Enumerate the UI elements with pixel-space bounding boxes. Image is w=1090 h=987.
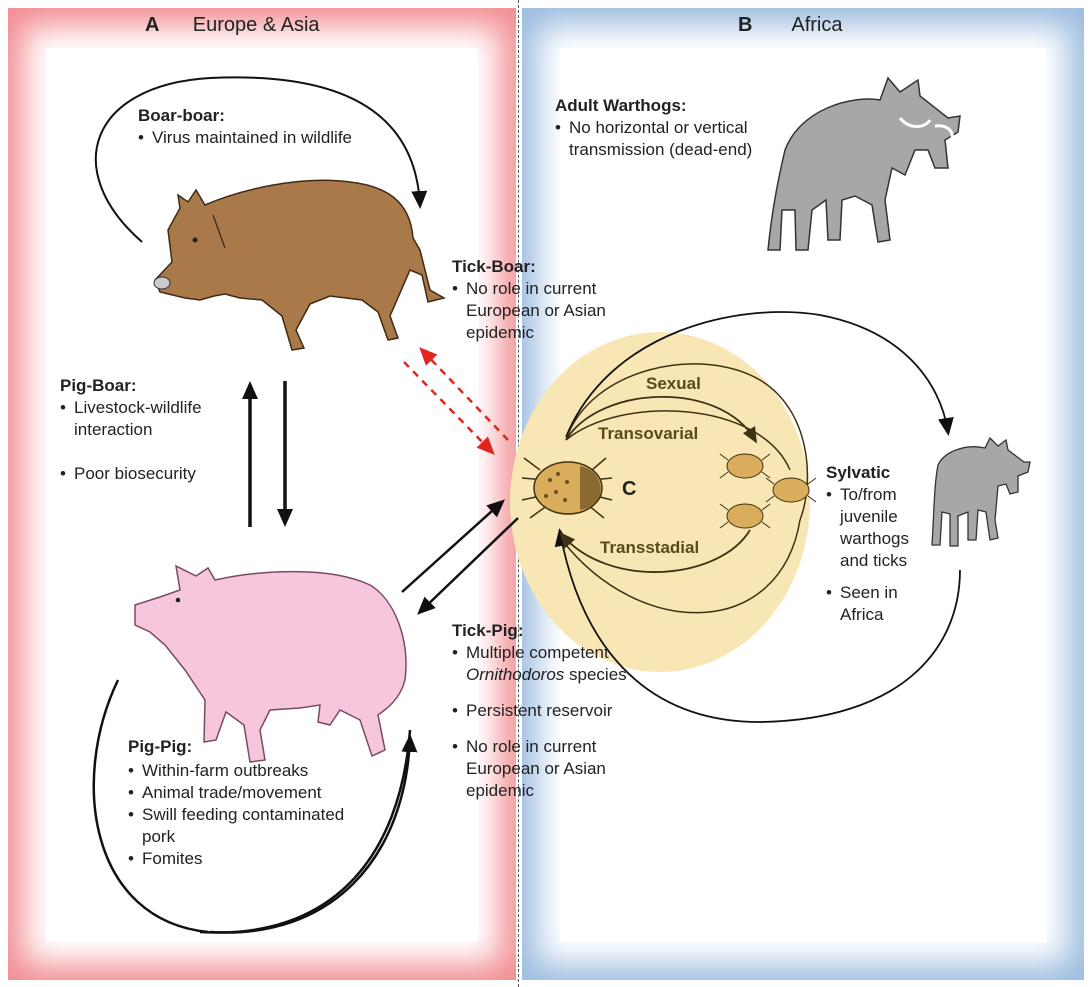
boar-to-tick-arrow [404, 362, 492, 452]
tick-boar-item: No role in current European or Asian epi… [452, 278, 652, 344]
pig-pig-title-block: Pig-Pig: [128, 736, 398, 758]
juvenile-warthog-icon [932, 438, 1030, 546]
sylvatic-item: To/from juvenile warthogs and ticks [826, 484, 936, 572]
boar-icon [154, 180, 444, 350]
sexual-label: Sexual [646, 374, 701, 394]
tick-pig-item-pre: Multiple competent [466, 643, 609, 662]
pig-pig-note: Within-farm outbreaks Animal trade/movem… [128, 760, 400, 870]
tick-boar-title: Tick-Boar: [452, 256, 652, 278]
pig-boar-note: Pig-Boar: Livestock-wildlife interaction… [60, 375, 210, 485]
tick-pig-item-post: species [569, 665, 627, 684]
sylvatic-item: Seen in Africa [826, 582, 936, 626]
transovarial-label: Transovarial [598, 424, 698, 444]
boar-boar-item: Virus maintained in wildlife [138, 127, 352, 149]
tick-boar-note: Tick-Boar: No role in current European o… [452, 256, 652, 344]
warthog-icon [768, 78, 960, 250]
sylvatic-note: Sylvatic To/from juvenile warthogs and t… [826, 462, 936, 626]
boar-boar-title: Boar-boar: [138, 105, 352, 127]
pig-pig-title: Pig-Pig: [128, 736, 398, 758]
cycle-c-label: C [622, 478, 636, 501]
sylvatic-title: Sylvatic [826, 462, 936, 484]
tick-pig-note: Tick-Pig: Multiple competent Ornithodoro… [452, 620, 692, 802]
pig-pig-item: Animal trade/movement [128, 782, 400, 804]
tick-pig-item: No role in current European or Asian epi… [452, 736, 656, 802]
pig-icon [135, 566, 406, 762]
tick-pig-item-genus: Ornithodoros [466, 665, 564, 684]
tick-pig-title: Tick-Pig: [452, 620, 692, 642]
pig-pig-item: Within-farm outbreaks [128, 760, 400, 782]
tick-pig-item: Multiple competent Ornithodoros species [452, 642, 666, 686]
transstadial-label: Transstadial [600, 538, 699, 558]
pig-boar-item: Livestock-wildlife interaction [60, 397, 210, 441]
boar-boar-note: Boar-boar: Virus maintained in wildlife [138, 105, 352, 149]
adult-warthogs-item: No horizontal or vertical transmission (… [555, 117, 764, 161]
adult-warthogs-note: Adult Warthogs: No horizontal or vertica… [555, 95, 770, 161]
pig-boar-item: Poor biosecurity [60, 463, 210, 485]
adult-warthogs-title: Adult Warthogs: [555, 95, 770, 117]
pig-pig-item: Swill feeding contaminated pork [128, 804, 382, 848]
pig-pig-item: Fomites [128, 848, 400, 870]
tick-pig-item: Persistent reservoir [452, 700, 692, 722]
pig-boar-title: Pig-Boar: [60, 375, 210, 397]
